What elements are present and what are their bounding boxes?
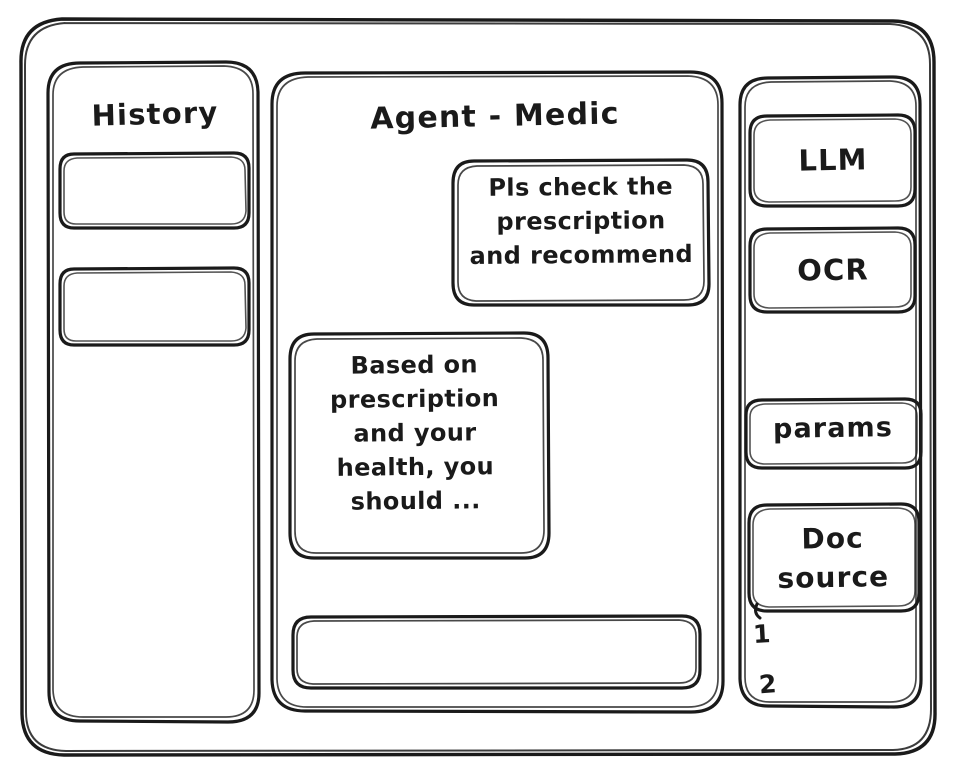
message-input[interactable] [293,616,700,688]
tool-chip-llm[interactable] [750,115,915,206]
agent-message-bubble [290,333,549,558]
tool-chip-params[interactable] [746,399,921,468]
history-item-1[interactable] [60,153,249,228]
page-title: Agent - Medic [369,96,621,137]
history-item-2[interactable] [60,268,249,345]
doc-source-item-1[interactable] [750,612,870,654]
doc-source-item-2[interactable] [755,662,875,704]
tool-chip-doc-source[interactable] [749,504,919,611]
tool-chip-ocr[interactable] [750,228,915,312]
user-message-bubble [453,160,709,305]
